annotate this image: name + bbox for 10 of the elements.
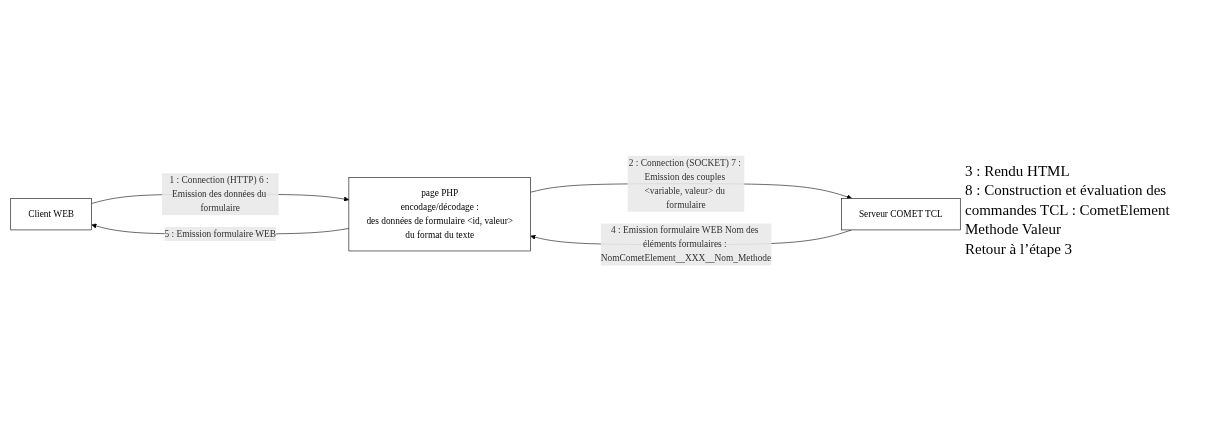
edge-label: 1 : Connection (HTTP) 6 : Emission des données du formulaire xyxy=(169,174,269,213)
node-note: 8 : Construction et évaluation des commandes TCL : CometElement Methode Valeur xyxy=(965,181,1171,240)
node-box: page PHP encodage/décodage : des données de formulaire <id, valeur> du format du texte xyxy=(348,176,531,252)
edge-label: 5 : Emission formulaire WEB xyxy=(164,228,277,239)
edge-label: 4 : Emission formulaire WEB Nom des éléments formulaires : NomCometElement__XXX__Nom_Methode xyxy=(600,225,772,264)
node-box: Client WEB xyxy=(10,197,92,231)
node-note: 3 : Rendu HTML xyxy=(965,161,1071,181)
edge-label: 2 : Connection (SOCKET) 7 : Emission des couples <variable, valeur> du formulaire xyxy=(628,157,741,210)
node-box: Serveur COMET TCL xyxy=(841,197,961,231)
node-note: Retour à l’étape 3 xyxy=(965,239,1074,259)
